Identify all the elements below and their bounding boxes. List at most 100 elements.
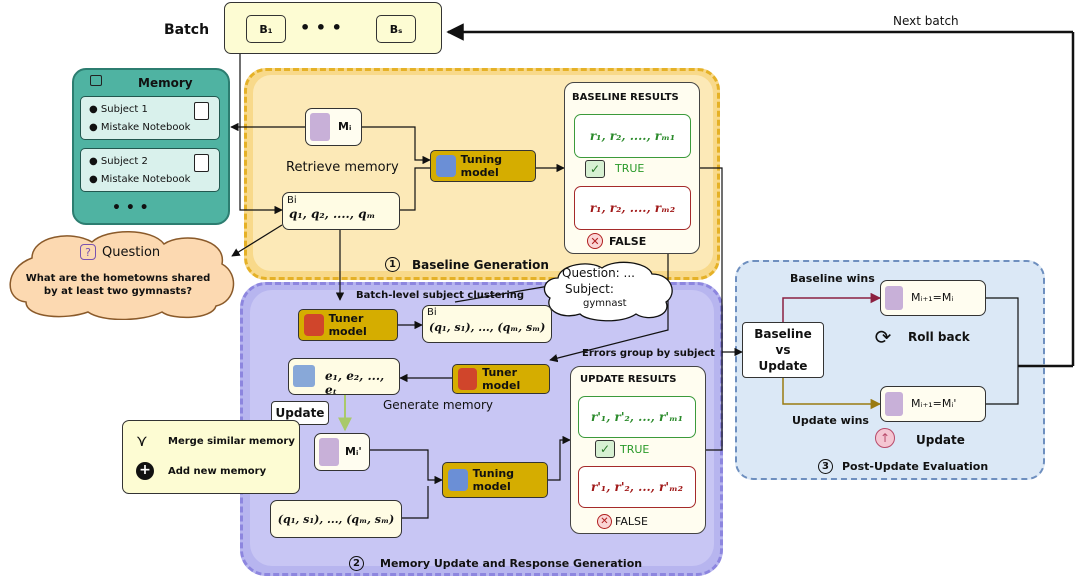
tuner-model-clustering-label: Tuner model [328, 312, 367, 338]
tuning-model-update-label: Tuning model [472, 467, 515, 493]
memory-card-2: ● Subject 2 ● Mistake Notebook [80, 148, 220, 192]
vs-line-1: Baseline [754, 327, 812, 341]
memory-card-2-notebook-text: Mistake Notebook [100, 174, 191, 185]
baseline-false-results-text: r₁, r₂, ...., rₘ₂ [589, 201, 676, 215]
batch-clustering-label: Batch-level subject clustering [356, 290, 525, 301]
batch-bi-label: Bi [287, 195, 297, 206]
vs-line-3: Update [758, 359, 808, 373]
stage-1-title: Baseline Generation [412, 258, 549, 272]
baseline-true-label: TRUE [615, 162, 645, 175]
subject-cloud-shape [543, 261, 673, 322]
memory-card-1-subject-text: Subject 1 [100, 104, 148, 115]
stage-2-number: 2 [349, 556, 364, 571]
update-true-label: TRUE [620, 443, 650, 456]
cloud-subject-value: gymnast [583, 298, 627, 309]
memory-card-2-subject-text: Subject 2 [100, 156, 148, 167]
subject-pairs-box: Bi (q₁, s₁), ..., (qₘ, sₘ) [422, 305, 552, 343]
batch-queries-text: q₁, q₂, ...., qₘ [289, 207, 376, 221]
memory-more-ellipsis: • • • [112, 200, 149, 216]
subject-pairs-bottom-box: (q₁, s₁), ..., (qₘ, sₘ) [270, 500, 402, 538]
stage-1-number: 1 [385, 257, 400, 272]
memory-next-baseline-box: Mᵢ₊₁=Mᵢ [880, 280, 986, 316]
tuning-model-update: Tuning model [442, 462, 548, 498]
check-icon: ✓ [595, 440, 615, 458]
memory-folder-icon [90, 75, 102, 86]
generate-memory-label: Generate memory [383, 398, 493, 412]
check-icon: ✓ [585, 160, 605, 178]
question-title: Question [102, 245, 161, 260]
stage-3-title: Post-Update Evaluation [842, 460, 989, 473]
memory-card-1-notebook-text: Mistake Notebook [100, 122, 191, 133]
tuner-model-generate: Tuner model [452, 364, 550, 394]
tuner-model-generate-label: Tuner model [482, 366, 521, 392]
errors-box: e₁, e₂, ..., eₜ [288, 358, 400, 397]
add-new-memory-label: Add new memory [168, 466, 267, 477]
memory-next-update-box: Mᵢ₊₁=Mᵢ' [880, 386, 986, 422]
batch-ellipsis: • • • [300, 18, 342, 37]
notebook-icon [194, 154, 209, 172]
memory-next-baseline-label: Mᵢ₊₁=Mᵢ [911, 291, 954, 304]
question-text: What are the hometowns shared by at leas… [25, 273, 211, 297]
memory-mi-label: Mᵢ [338, 120, 352, 133]
batch-item-last: Bₛ [376, 15, 416, 43]
printer-icon [293, 365, 315, 387]
baseline-false-results-box: r₁, r₂, ...., rₘ₂ [574, 186, 691, 230]
memory-books-icon [310, 113, 330, 141]
cross-icon: ✕ [587, 233, 603, 249]
memory-next-update-label: Mᵢ₊₁=Mᵢ' [911, 397, 957, 410]
update-false-results-text: r'₁, r'₂, ..., r'ₘ₂ [590, 480, 684, 494]
update-arrow-icon: ↑ [875, 428, 895, 448]
memory-card-2-subject: ● Subject 2 [89, 156, 148, 167]
update-false-label: FALSE [615, 515, 648, 528]
update-operations-box [122, 420, 300, 494]
tuning-model-baseline-label: Tuning model [460, 153, 503, 179]
tuner-robot-icon [304, 314, 324, 336]
next-batch-label: Next batch [893, 14, 959, 28]
memory-mi-prime-box: Mᵢ' [314, 433, 370, 471]
batch-queries-box: Bi q₁, q₂, ...., qₘ [282, 192, 400, 230]
memory-card-2-notebook: ● Mistake Notebook [89, 174, 191, 185]
errors-group-label: Errors group by subject [582, 348, 715, 359]
subject-pairs-bottom-text: (q₁, s₁), ..., (qₘ, sₘ) [277, 512, 395, 526]
question-cloud-shape [9, 231, 235, 320]
tuning-model-baseline: Tuning model [430, 150, 536, 182]
update-false-results-box: r'₁, r'₂, ..., r'ₘ₂ [578, 466, 696, 508]
robot-icon [436, 155, 456, 177]
baseline-wins-label: Baseline wins [790, 272, 875, 285]
memory-title: Memory [138, 76, 193, 90]
memory-card-1-notebook: ● Mistake Notebook [89, 122, 191, 133]
update-true-results-box: r'₁, r'₂, ..., r'ₘ₁ [578, 396, 696, 438]
tuner-robot-icon [458, 368, 478, 390]
retrieve-memory-label: Retrieve memory [286, 160, 399, 175]
memory-panel [72, 68, 230, 225]
question-icon: ? [80, 244, 96, 260]
batch-label: Batch [164, 22, 210, 38]
baseline-true-results-text: r₁, r₂, ...., rₘ₁ [589, 129, 676, 143]
memory-mi-prime-label: Mᵢ' [345, 445, 362, 458]
merge-icon: ⋎ [136, 431, 148, 450]
cloud-question: Question: ... [562, 266, 635, 280]
baseline-false-label: FALSE [609, 235, 647, 248]
update-true-results-text: r'₁, r'₂, ..., r'ₘ₁ [590, 410, 684, 424]
baseline-true-results-box: r₁, r₂, ...., rₘ₁ [574, 114, 691, 158]
stage-3-number: 3 [818, 459, 833, 474]
memory-mi-box: Mᵢ [305, 108, 362, 146]
cloud-subject-label: Subject: [565, 282, 614, 296]
errors-text: e₁, e₂, ..., eₜ [325, 369, 385, 397]
memory-card-1-subject: ● Subject 1 [89, 104, 148, 115]
roll-back-icon: ⟳ [874, 325, 892, 349]
memory-books-icon [319, 438, 339, 466]
baseline-results-title: BASELINE RESULTS [572, 92, 679, 103]
memory-books-icon [885, 392, 903, 416]
update-label: Update [916, 433, 965, 447]
subject-pairs-text: (q₁, s₁), ..., (qₘ, sₘ) [429, 321, 546, 334]
notebook-icon [194, 102, 209, 120]
memory-books-icon [885, 286, 903, 310]
update-results-title: UPDATE RESULTS [580, 374, 677, 385]
merge-similar-memory-label: Merge similar memory [168, 436, 295, 447]
cross-icon: ✕ [597, 514, 612, 529]
update-wins-label: Update wins [792, 414, 869, 427]
robot-icon [448, 469, 468, 491]
roll-back-label: Roll back [908, 330, 970, 344]
